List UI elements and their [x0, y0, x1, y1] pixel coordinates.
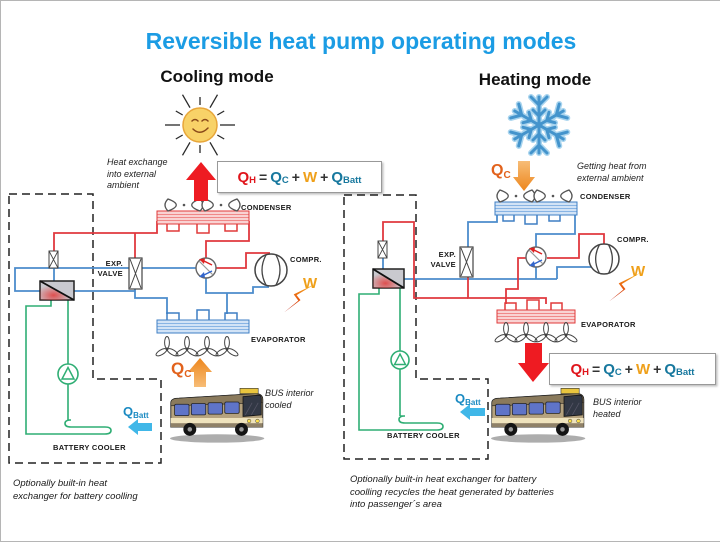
w-term: W: [635, 360, 651, 378]
expansion-valve-icon: [128, 257, 143, 290]
battery-cooler-label: BATTERY COOLER: [387, 431, 460, 440]
four-way-valve-icon: [525, 246, 547, 268]
exp-valve-label: EXP. VALVE: [430, 250, 456, 269]
battery-heat-exchanger-icon: [372, 268, 405, 289]
heating-ambient-note: Getting heat from external ambient: [577, 161, 647, 183]
evaporator-coil: [156, 309, 250, 334]
heating-bus-note: BUS interior heated: [593, 397, 642, 419]
evaporator-coil: [496, 299, 576, 324]
hot-refrigerant-lines: [382, 221, 605, 304]
heating-caption: Optionally built-in heat exchanger for b…: [350, 474, 554, 510]
cold-refrigerant-lines: [14, 267, 269, 314]
battery-loop-dashed-box: [343, 194, 489, 460]
evaporator-fan-icon: [174, 336, 200, 358]
hot-refrigerant-lines: [53, 221, 270, 269]
work-label: W: [631, 263, 646, 280]
evaporator-label: EVAPORATOR: [251, 335, 306, 344]
qc-term: Q: [603, 360, 615, 378]
compressor-icon: [254, 253, 288, 287]
condenser-label: CONDENSER: [241, 203, 292, 212]
expansion-valve-icon: [459, 246, 474, 278]
evaporator-fan-icon: [214, 336, 240, 358]
exp-valve-label: EXP. VALVE: [97, 259, 123, 278]
evaporator-fan-icon: [194, 336, 220, 358]
chiller-valve-icon: [48, 250, 59, 269]
sun-icon: [165, 94, 235, 156]
chiller-valve-icon: [377, 240, 388, 259]
bus-icon: [490, 387, 586, 444]
condenser-coil: [494, 201, 578, 225]
cooling-mode-heading: Cooling mode: [160, 67, 274, 86]
qh-term: Q: [570, 360, 583, 378]
compressor-label: COMPR.: [290, 255, 322, 264]
qbatt-label: QBatt: [455, 391, 481, 407]
cooling-schematic: [8, 94, 316, 464]
evaporator-fan-icon: [493, 322, 519, 344]
heat-delivery-arrow-down: [518, 343, 549, 382]
evaporator-fan-icon: [553, 322, 579, 344]
qc-term: Q: [270, 168, 282, 186]
battery-loop-dashed-box: [8, 193, 162, 464]
qbatt-arrow-left: [128, 419, 152, 435]
condenser-fan-icon: [533, 189, 573, 203]
page-title: Reversible heat pump operating modes: [145, 28, 577, 54]
qc-label: QC: [171, 359, 192, 380]
heating-schematic: [343, 97, 641, 460]
qbatt-term: Q: [664, 360, 676, 378]
qc-arrow-down: [513, 161, 535, 191]
battery-coolant-loop: [25, 300, 112, 435]
w-term: W: [302, 168, 318, 186]
work-label: W: [303, 275, 318, 292]
battery-heat-exchanger-icon: [39, 280, 75, 301]
qbatt-arrow-left: [460, 404, 485, 420]
qbatt-term: Q: [331, 168, 343, 186]
condenser-label: CONDENSER: [580, 192, 631, 201]
condenser-coil: [156, 210, 250, 234]
battery-cooler-label: BATTERY COOLER: [53, 443, 126, 452]
coolant-pump-icon: [57, 363, 79, 385]
cooling-caption: Optionally built-in heat exchanger for b…: [13, 478, 138, 502]
qh-term: Q: [237, 168, 250, 186]
compressor-label: COMPR.: [617, 235, 649, 244]
condenser-fan-icon: [496, 189, 536, 203]
evaporator-fan-icon: [533, 322, 559, 344]
compressor-icon: [588, 243, 620, 275]
heating-mode-heading: Heating mode: [478, 70, 592, 89]
heat-rejection-arrow-up: [186, 162, 216, 201]
cooling-ambient-note: Heat exchange into external ambient: [107, 157, 168, 190]
qc-arrow-up: [188, 358, 212, 387]
cooling-bus-note: BUS interior cooled: [265, 388, 314, 410]
battery-coolant-loop: [358, 288, 444, 431]
snowflake-icon: [511, 97, 567, 153]
qbatt-label: QBatt: [123, 404, 149, 420]
evaporator-fan-icon: [513, 322, 539, 344]
bus-icon: [169, 387, 265, 444]
four-way-valve-icon: [195, 257, 217, 279]
qc-label: QC: [491, 162, 511, 181]
coolant-pump-icon: [390, 350, 410, 370]
evaporator-fan-icon: [154, 336, 180, 358]
evaporator-label: EVAPORATOR: [581, 320, 636, 329]
